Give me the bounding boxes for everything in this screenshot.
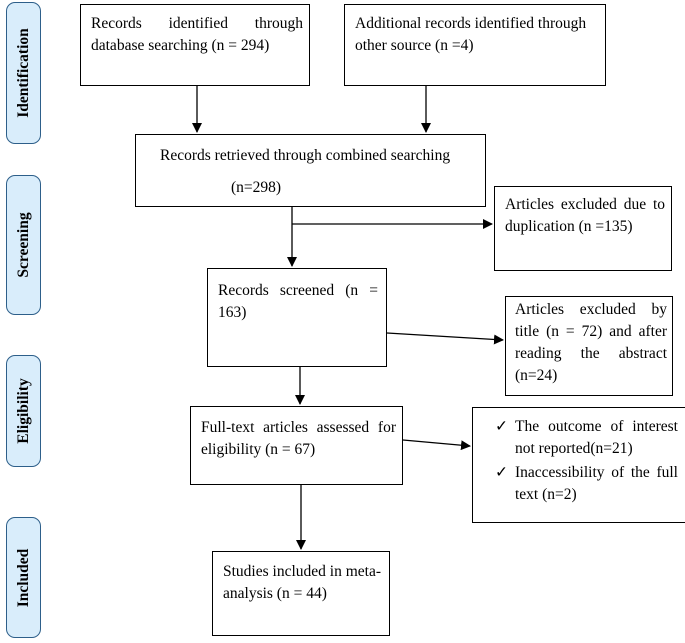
combined-records-box: Records retrieved through combined searc… xyxy=(135,134,486,207)
excluded-duplicates-text: Articles excluded due to duplication (n … xyxy=(505,196,665,235)
excluded-duplicates-box: Articles excluded due to duplication (n … xyxy=(494,186,672,271)
checkmark-icon: ✓ xyxy=(495,464,508,481)
phase-eligibility-label: Eligibility xyxy=(6,355,41,467)
phase-included-label: Included xyxy=(6,517,41,638)
additional-records-box: Additional records identified through ot… xyxy=(344,4,606,86)
excluded-fulltext-item-text: Inaccessibility of the full text (n=2) xyxy=(515,464,678,503)
excluded-fulltext-list: ✓ The outcome of interest not reported(n… xyxy=(495,416,678,506)
excluded-fulltext-box: ✓ The outcome of interest not reported(n… xyxy=(472,407,685,523)
included-studies-box: Studies included in meta-analysis (n = 4… xyxy=(212,551,390,636)
database-records-text: Records identified through database sear… xyxy=(91,15,303,54)
included-studies-text: Studies included in meta-analysis (n = 4… xyxy=(223,563,381,602)
fulltext-assessed-box: Full-text articles assessed for eligibil… xyxy=(190,406,403,485)
combined-records-line1: Records retrieved through combined searc… xyxy=(160,147,451,164)
arrow-to-excluded-title xyxy=(386,332,504,345)
excluded-title-text: Articles excluded by title (n = 72) and … xyxy=(515,301,667,384)
phase-screening-label: Screening xyxy=(6,175,41,315)
records-screened-text: Records screened (n = 163) xyxy=(218,282,378,321)
combined-records-line2: (n=298) xyxy=(231,179,282,196)
excluded-fulltext-item: ✓ The outcome of interest not reported(n… xyxy=(495,416,678,460)
phase-identification-label: Identification xyxy=(6,2,41,144)
checkmark-icon: ✓ xyxy=(495,418,508,435)
fulltext-assessed-text: Full-text articles assessed for eligibil… xyxy=(201,419,396,458)
additional-records-text: Additional records identified through ot… xyxy=(355,15,587,54)
excluded-title-box: Articles excluded by title (n = 72) and … xyxy=(505,296,673,396)
excluded-fulltext-item: ✓ Inaccessibility of the full text (n=2) xyxy=(495,462,678,506)
database-records-box: Records identified through database sear… xyxy=(80,4,310,86)
arrow-to-excluded-fulltext xyxy=(402,439,471,451)
excluded-fulltext-item-text: The outcome of interest not reported(n=2… xyxy=(515,418,678,457)
records-screened-box: Records screened (n = 163) xyxy=(207,268,387,367)
